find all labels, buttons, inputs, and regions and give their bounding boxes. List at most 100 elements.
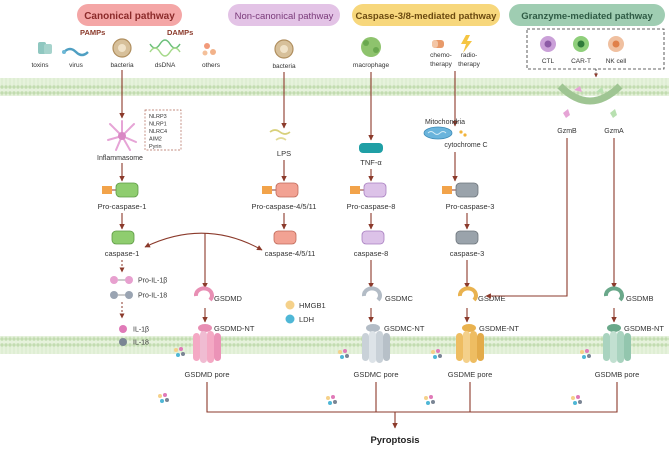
gsdme-label: GSDME	[478, 294, 506, 303]
pyroptosis-label: Pyroptosis	[370, 435, 419, 446]
svg-text:AIM2: AIM2	[149, 137, 162, 143]
gzmb-label: GzmB	[557, 128, 577, 135]
ldh-label: LDH	[299, 315, 314, 324]
svg-text:Pyrin: Pyrin	[149, 144, 162, 150]
gsdmc-nt-label: GSDMC-NT	[384, 324, 425, 333]
header-granzyme: Granzyme-mediated pathway	[509, 4, 665, 26]
tnf-icon	[359, 143, 383, 153]
pyroptosis-bracket	[206, 382, 618, 429]
pro-caspase-3-icon	[442, 182, 479, 198]
pro-caspase-1-label: Pro-caspase-1	[98, 202, 147, 211]
gsdmb-pore-icon	[603, 331, 631, 363]
gsdme-pore-icon	[456, 331, 484, 363]
gsdme-icon	[458, 286, 478, 302]
nk-cell-label: NK cell	[606, 58, 627, 65]
cart-icon	[573, 36, 589, 52]
pro-il-1b-label: Pro-IL-1β	[138, 278, 167, 285]
radiotherapy-label-1: radio-	[461, 52, 478, 59]
chemotherapy-icon	[432, 40, 444, 48]
nk-cell-icon	[608, 36, 624, 52]
virus-icon	[62, 47, 89, 57]
gsdmc-nt-icon	[366, 324, 380, 332]
gsdmc-pore-label: GSDMC pore	[353, 370, 398, 379]
macrophage-icon	[361, 37, 381, 57]
pro-il-1b-icon	[110, 276, 133, 284]
caspase-8-label: caspase-8	[354, 249, 389, 258]
top-membrane	[0, 78, 669, 96]
gsdmd-nt-icon	[198, 324, 212, 332]
pro-caspase-4511-icon	[262, 182, 299, 198]
dsdna-label: dsDNA	[155, 62, 176, 69]
nc-bacteria-label: bacteria	[272, 63, 296, 70]
il-18-icon	[119, 338, 127, 346]
gsdmc-pore-icon	[362, 331, 390, 363]
pamps-label: PAMPs	[80, 28, 105, 37]
header-caspase38: Caspase-3/8-mediated pathway	[352, 4, 500, 26]
hmgb1-icon	[285, 300, 295, 310]
radiotherapy-label-2: therapy	[458, 61, 480, 68]
gsdmb-nt-icon	[607, 324, 621, 332]
caspase-8-icon	[361, 230, 385, 245]
svg-text:Caspase-3/8-mediated pathway: Caspase-3/8-mediated pathway	[356, 11, 498, 22]
lps-icon	[269, 129, 291, 141]
gzma-icon	[610, 109, 617, 118]
gsdmb-icon	[604, 286, 624, 302]
membrane-invagination	[557, 83, 623, 105]
gzma-label: GzmA	[604, 128, 624, 135]
gsdmc-label: GSDMC	[385, 294, 414, 303]
gsdme-nt-label: GSDME-NT	[479, 324, 519, 333]
pro-il-18-label: Pro-IL-18	[138, 293, 167, 300]
bacteria-label: bacteria	[110, 62, 134, 69]
header-canonical: Canonical pathway	[77, 4, 182, 26]
cytochrome-label: cytochrome C	[444, 142, 487, 149]
caspase-1-label: caspase-1	[105, 249, 140, 258]
il-18-label: IL-18	[133, 340, 149, 347]
svg-text:Granzyme-mediated pathway: Granzyme-mediated pathway	[521, 11, 653, 22]
toxins-icon	[38, 42, 52, 54]
gsdmd-icon	[194, 286, 214, 302]
caspase-4511-icon	[273, 230, 297, 245]
caspase-4511-label: caspase-4/5/11	[265, 249, 316, 258]
immune-cells-box	[526, 28, 665, 70]
pro-caspase-8-label: Pro-caspase-8	[347, 202, 396, 211]
gsdmd-label: GSDMD	[214, 294, 243, 303]
ctl-label: CTL	[542, 58, 555, 65]
toxins-label: toxins	[32, 62, 50, 69]
pro-caspase-8-icon	[350, 182, 387, 198]
il-1b-icon	[119, 325, 127, 333]
hmgb1-label: HMGB1	[299, 301, 326, 310]
ctl-icon	[540, 36, 556, 52]
svg-text:NLRP3: NLRP3	[149, 114, 167, 120]
dsdna-icon	[149, 39, 181, 57]
cart-label: CAR-T	[571, 58, 591, 65]
ldh-icon	[285, 314, 295, 324]
mitochondria-icon	[423, 126, 467, 140]
inflammasome-icon	[107, 120, 137, 151]
pro-caspase-3-label: Pro-caspase-3	[446, 202, 495, 211]
svg-text:NLRC4: NLRC4	[149, 129, 167, 135]
gzmb-icon	[563, 109, 570, 118]
caspase-3-icon	[455, 230, 479, 245]
tnf-label: TNF-α	[360, 158, 382, 167]
caspase-3-label: caspase-3	[450, 249, 485, 258]
gsdme-nt-icon	[462, 324, 476, 332]
radiotherapy-icon	[461, 35, 472, 53]
caspase-1-icon	[111, 230, 135, 245]
bacteria-icon	[112, 38, 132, 58]
virus-label: virus	[69, 62, 83, 69]
pro-caspase-4511-label: Pro-caspase-4/5/11	[252, 202, 317, 211]
damps-label: DAMPs	[167, 28, 193, 37]
svg-text:Non-canonical pathway: Non-canonical pathway	[235, 11, 334, 22]
header-non-canonical: Non-canonical pathway	[228, 4, 340, 26]
mitochondria-label: Mitochondria	[425, 119, 465, 126]
svg-text:NLRP1: NLRP1	[149, 122, 167, 128]
svg-text:Canonical pathway: Canonical pathway	[84, 11, 175, 22]
others-icon	[202, 43, 216, 56]
chemotherapy-label-1: chemo-	[430, 52, 452, 59]
release-dots	[158, 347, 591, 405]
gsdmd-nt-label: GSDMD-NT	[214, 324, 255, 333]
bottom-membrane	[0, 336, 669, 354]
gsdme-pore-label: GSDME pore	[448, 370, 493, 379]
chemotherapy-label-2: therapy	[430, 61, 452, 68]
